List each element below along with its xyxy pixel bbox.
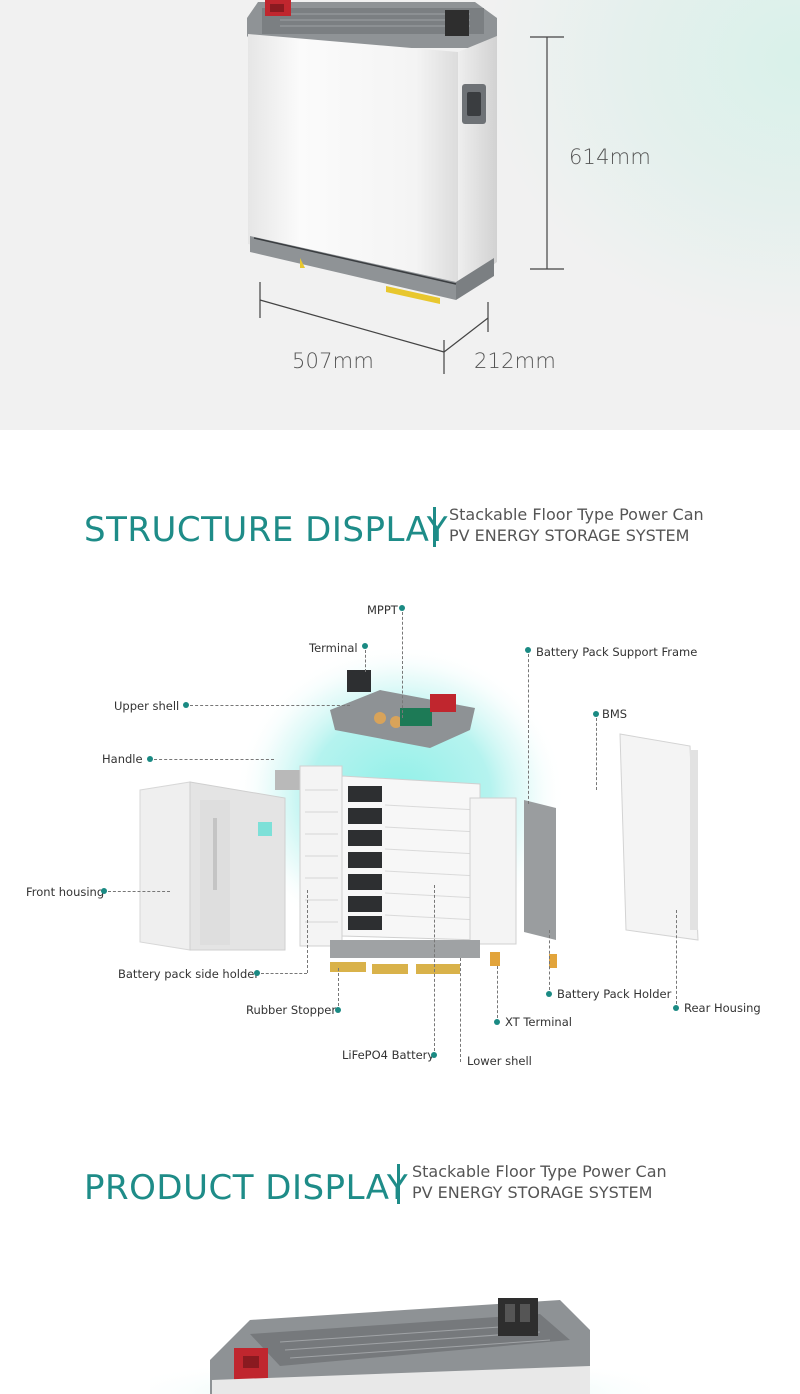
leader-line-battery bbox=[434, 885, 435, 1051]
callout-dot-rear-housing bbox=[673, 1005, 679, 1011]
leader-line-pack-holder bbox=[549, 930, 550, 990]
width-dimension-label: 507mm bbox=[292, 349, 374, 373]
callout-handle: Handle bbox=[102, 752, 143, 766]
callout-xt-terminal: XT Terminal bbox=[505, 1015, 572, 1029]
callout-rubber-stopper: Rubber Stopper bbox=[246, 1003, 337, 1017]
product-display-title: PRODUCT DISPLAY bbox=[84, 1168, 409, 1208]
leader-line-lower-shell bbox=[460, 958, 461, 1062]
product-heading-divider bbox=[397, 1164, 400, 1204]
callout-front-housing: Front housing bbox=[26, 885, 105, 899]
callout-dot-side-holder bbox=[254, 970, 260, 976]
leader-line-handle bbox=[154, 759, 274, 760]
callout-dot-battery bbox=[431, 1052, 437, 1058]
callout-dot-rubber-stopper bbox=[335, 1007, 341, 1013]
callout-terminal: Terminal bbox=[309, 641, 358, 655]
leader-line-upper-shell bbox=[190, 705, 350, 706]
callout-dot-handle bbox=[147, 756, 153, 762]
leader-line-side-holder-h bbox=[261, 973, 307, 974]
callout-pack-holder: Battery Pack Holder bbox=[557, 987, 672, 1001]
product-illustration bbox=[150, 1298, 650, 1394]
leader-line-rubber-stopper bbox=[338, 968, 339, 1006]
callout-dot-upper-shell bbox=[183, 702, 189, 708]
structure-subtitle-line1: Stackable Floor Type Power Can bbox=[449, 505, 704, 524]
structure-subtitle-line2: PV ENERGY STORAGE SYSTEM bbox=[449, 526, 690, 545]
dimension-section: 614mm 507mm 212mm bbox=[0, 0, 800, 430]
callout-side-holder: Battery pack side holder bbox=[118, 967, 260, 981]
height-dimension-label: 614mm bbox=[569, 145, 651, 169]
callout-mppt: MPPT bbox=[367, 603, 398, 617]
callout-support-frame: Battery Pack Support Frame bbox=[536, 645, 698, 659]
leader-line-terminal bbox=[365, 650, 366, 672]
leader-line-side-holder-v bbox=[307, 890, 308, 973]
product-heading-subtitle: Stackable Floor Type Power Can PV ENERGY… bbox=[412, 1161, 667, 1203]
callout-dot-support-frame bbox=[525, 647, 531, 653]
callout-dot-xt-terminal bbox=[494, 1019, 500, 1025]
callout-dot-bms bbox=[593, 711, 599, 717]
callout-battery: LiFePO4 Battery bbox=[342, 1048, 435, 1062]
callout-lower-shell: Lower shell bbox=[467, 1054, 532, 1068]
callout-dot-pack-holder bbox=[546, 991, 552, 997]
product-subtitle-line1: Stackable Floor Type Power Can bbox=[412, 1162, 667, 1181]
product-subtitle-line2: PV ENERGY STORAGE SYSTEM bbox=[412, 1183, 653, 1202]
callout-dot-front-housing bbox=[101, 888, 107, 894]
structure-display-title: STRUCTURE DISPLAY bbox=[84, 510, 449, 550]
callout-dot-mppt bbox=[399, 605, 405, 611]
leader-line-front-housing bbox=[108, 891, 170, 892]
callout-rear-housing: Rear Housing bbox=[684, 1001, 761, 1015]
callout-dot-terminal bbox=[362, 643, 368, 649]
leader-line-mppt bbox=[402, 612, 403, 718]
depth-dimension-label: 212mm bbox=[474, 349, 556, 373]
battery-dimension-illustration bbox=[247, 0, 564, 374]
structure-heading-divider bbox=[433, 507, 436, 547]
structure-heading-subtitle: Stackable Floor Type Power Can PV ENERGY… bbox=[449, 504, 704, 546]
leader-line-rear-housing bbox=[676, 910, 677, 1004]
leader-line-xt-terminal bbox=[497, 966, 498, 1018]
leader-line-support-frame bbox=[528, 654, 529, 804]
leader-line-bms bbox=[596, 718, 597, 790]
callout-upper-shell: Upper shell bbox=[114, 699, 180, 713]
exploded-view-illustration bbox=[139, 645, 699, 974]
callout-bms: BMS bbox=[602, 707, 628, 721]
